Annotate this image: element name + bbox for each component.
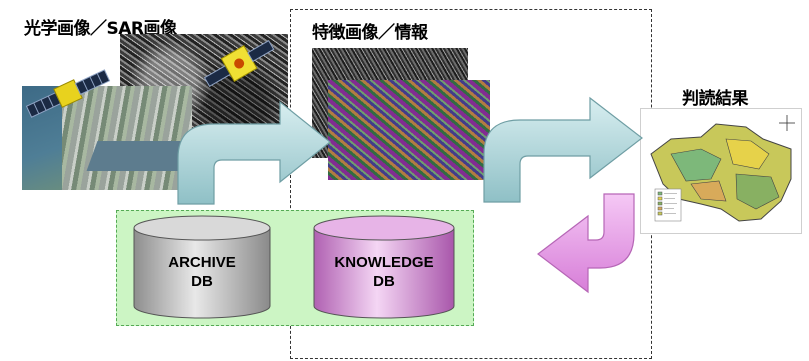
feature-image-color bbox=[328, 80, 490, 180]
result-label: 判読結果 bbox=[682, 89, 749, 109]
archive-db-label: ARCHIVE DB bbox=[132, 253, 272, 291]
feature-images-label: 特徴画像／情報 bbox=[312, 23, 428, 43]
flow-arrow-feature-to-result bbox=[483, 96, 643, 203]
knowledge-db-cylinder bbox=[313, 215, 455, 319]
knowledge-db-line1: KNOWLEDGE bbox=[334, 254, 434, 271]
knowledge-db-line2: DB bbox=[373, 273, 395, 290]
result-map bbox=[640, 108, 802, 234]
archive-db-cylinder bbox=[133, 215, 271, 319]
sar-satellite-icon bbox=[203, 39, 275, 88]
archive-db-line2: DB bbox=[191, 273, 213, 290]
archive-db-line1: ARCHIVE bbox=[168, 254, 236, 271]
map-graphic bbox=[650, 115, 795, 222]
feedback-arrow-to-knowledge-db bbox=[537, 193, 635, 294]
flow-arrow-input-to-feature bbox=[177, 100, 331, 205]
optical-satellite-icon bbox=[25, 69, 111, 118]
optical-image bbox=[22, 86, 192, 190]
knowledge-db-label: KNOWLEDGE DB bbox=[312, 253, 456, 291]
